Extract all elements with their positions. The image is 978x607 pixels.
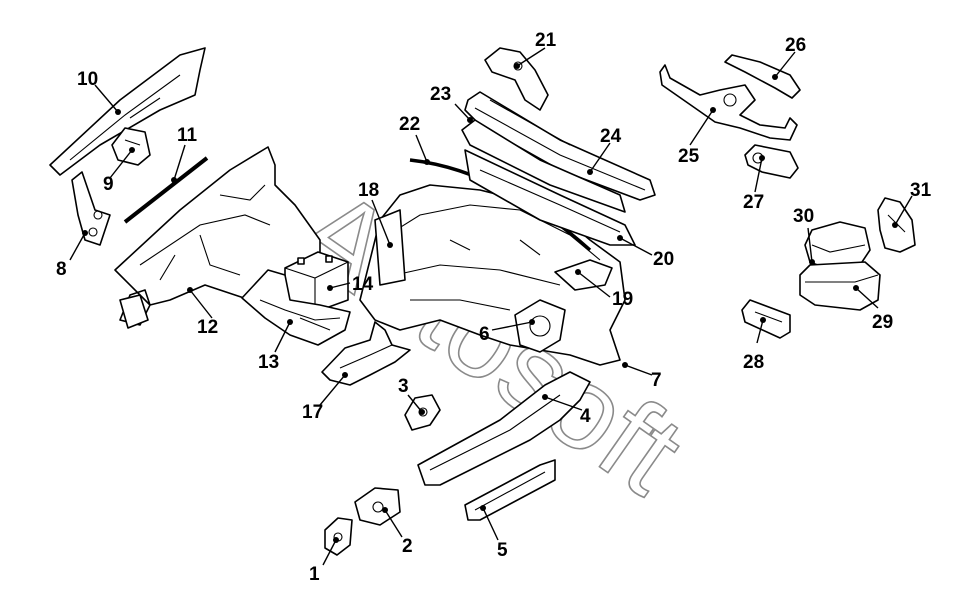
callout-labels: 1 2 3 4 5 6 7 8 9 10 11 12 13 14 17 18 1… (56, 30, 932, 585)
callout-29: 29 (872, 312, 893, 333)
part-4-rail (417, 371, 591, 486)
part-20-cowl-top (464, 149, 636, 246)
callout-5: 5 (497, 540, 508, 561)
callout-19: 19 (612, 289, 633, 310)
callout-31: 31 (910, 180, 932, 201)
part-11-seal-strip (123, 156, 209, 224)
part-13-battery-tray (241, 269, 351, 346)
part-9-bracket (111, 127, 151, 166)
part-2-bracket (354, 487, 401, 526)
callout-17: 17 (302, 402, 323, 423)
callout-28: 28 (743, 352, 764, 373)
callout-20: 20 (653, 249, 674, 270)
part-26-bracket (724, 54, 801, 99)
callout-24: 24 (600, 126, 622, 147)
part-24-cowl-panel (461, 91, 656, 213)
part-6-blower (514, 299, 566, 353)
part-17-bracket (321, 321, 411, 386)
callout-8: 8 (56, 259, 67, 280)
callout-21: 21 (535, 30, 557, 51)
part-8-pillar-bracket (71, 171, 111, 246)
callout-11: 11 (177, 125, 198, 146)
leader-lines (69, 47, 913, 566)
callout-2: 2 (402, 536, 413, 557)
callout-30: 30 (793, 206, 814, 227)
callout-18: 18 (358, 180, 379, 201)
callout-26: 26 (785, 35, 806, 56)
part-14-battery (284, 251, 349, 313)
callout-14: 14 (352, 274, 374, 295)
callout-23: 23 (430, 84, 451, 105)
part-10-upper-rail (49, 47, 206, 176)
part-27-sensor (744, 144, 799, 179)
part-25-crossmember (659, 64, 798, 141)
callout-13: 13 (258, 352, 279, 373)
callout-6: 6 (479, 324, 490, 345)
part-29-box (799, 261, 881, 311)
part-28-relay (741, 299, 791, 339)
part-5-lower-rail (464, 459, 556, 521)
callout-7: 7 (651, 370, 662, 391)
callout-22: 22 (399, 114, 420, 135)
callout-9: 9 (103, 174, 114, 195)
callout-10: 10 (77, 69, 98, 90)
callout-1: 1 (309, 564, 320, 585)
callout-4: 4 (580, 406, 591, 427)
callout-25: 25 (678, 146, 700, 167)
callout-27: 27 (743, 192, 764, 213)
callout-12: 12 (197, 317, 218, 338)
part-19-bracket (554, 259, 613, 291)
part-1-plate (324, 517, 353, 556)
callout-3: 3 (398, 376, 409, 397)
